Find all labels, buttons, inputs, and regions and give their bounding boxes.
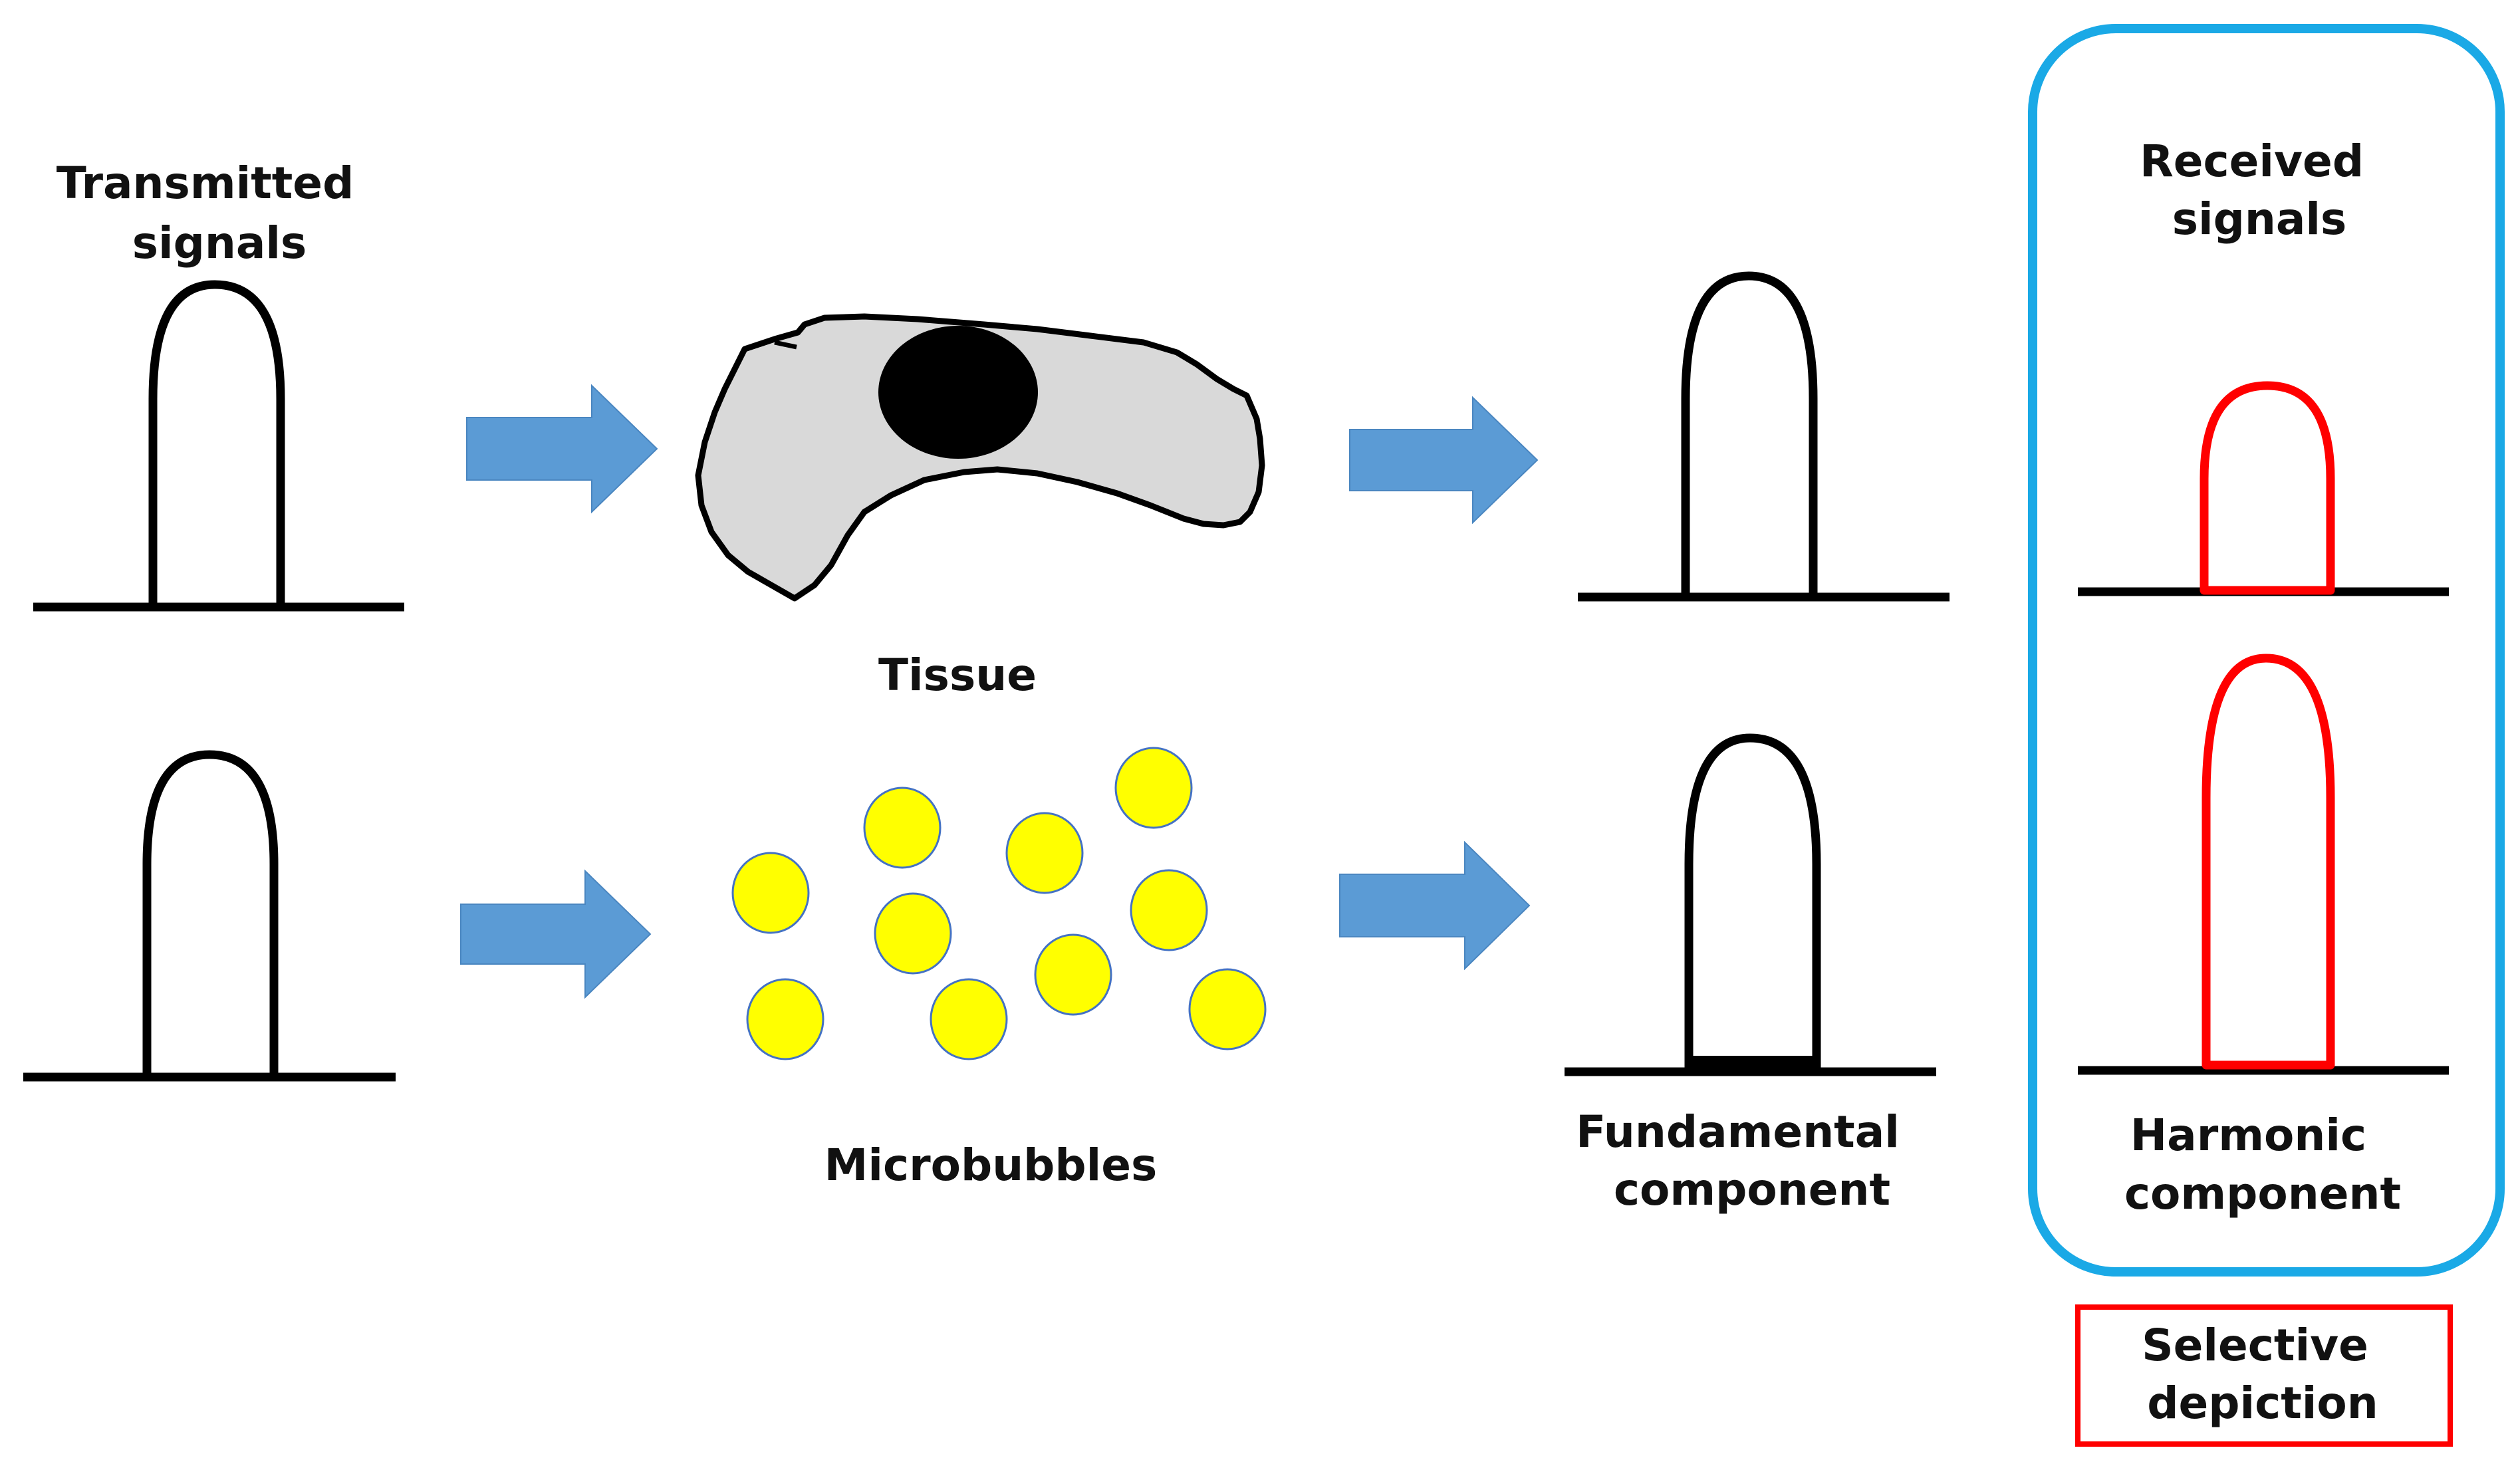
microbubble [1034,933,1112,1016]
transmitted-pulse-bottom [23,750,396,1082]
harmonic-pulse-top [2078,381,2449,596]
received-signals-label: Received signals [2140,136,2379,245]
selective-depiction-box [2075,1304,2453,1447]
microbubble [731,852,810,934]
transmitted-pulse-top [33,280,404,612]
fundamental-pulse-bottom [1565,733,1936,1076]
transmitted-signals-label: Transmitted signals [57,158,370,269]
microbubble [1114,747,1193,829]
tissue-dark-region [878,326,1038,459]
harmonic-component-label: Harmonic component [2124,1110,2401,1219]
microbubble [1130,869,1208,951]
received-signals-box [2028,24,2505,1277]
selective-depiction-label: Selective depiction [2142,1320,2384,1429]
fundamental-component-label: Fundamental component [1576,1106,1915,1215]
microbubbles-illustration [731,747,1267,1060]
arrow-microbubbles-to-received [1339,840,1531,971]
tissue-label: Tissue [878,650,1037,701]
microbubble [1188,968,1267,1050]
microbubble [863,787,942,869]
arrow-transmit-to-tissue [466,384,658,514]
microbubble [746,978,824,1060]
harmonic-pulse-bottom [2078,654,2449,1075]
arrow-tissue-to-received [1349,396,1539,525]
microbubble [930,978,1008,1060]
arrow-transmit-to-microbubbles [460,869,652,999]
tissue-illustration [695,313,1265,602]
microbubble [1005,812,1084,894]
microbubble [874,892,952,975]
microbubbles-label: Microbubbles [824,1140,1158,1191]
fundamental-pulse-top [1578,271,1950,602]
